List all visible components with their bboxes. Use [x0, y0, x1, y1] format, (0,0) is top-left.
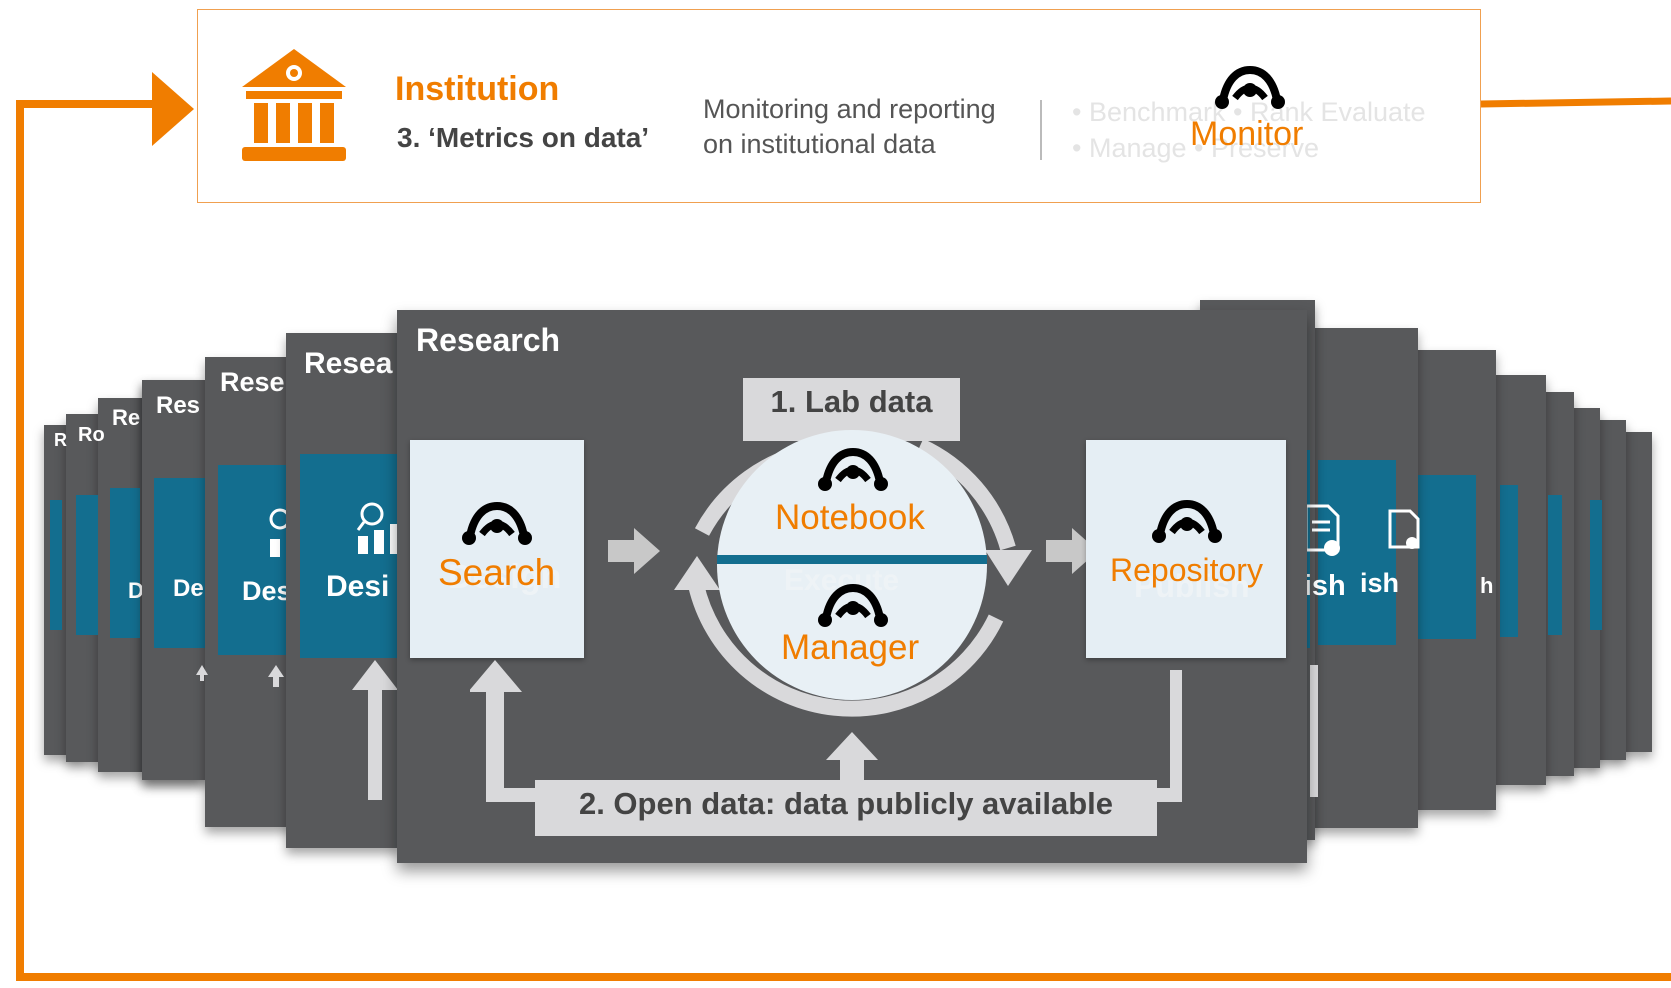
- search-card: [410, 440, 584, 658]
- flow-line: [1310, 665, 1318, 797]
- blue-card: [1590, 500, 1602, 630]
- design-icon: [356, 502, 400, 554]
- panel-title: Re: [112, 405, 141, 430]
- publish-icon: [1304, 504, 1340, 556]
- description-line: Monitoring and reporting: [703, 94, 996, 124]
- monitor-label: Monitor: [1190, 115, 1304, 153]
- loop-line: [1480, 97, 1671, 108]
- card-label: Des: [242, 576, 292, 606]
- faded-line: • Manage • Preserve: [1072, 133, 1320, 163]
- faded-line: • Benchmark • Rank Evaluate: [1072, 97, 1426, 127]
- notebook-label: Notebook: [775, 498, 925, 537]
- panel-title: Res: [156, 392, 201, 419]
- cycle-divider: [717, 555, 987, 564]
- institution-description: Monitoring and reporting on institutiona…: [703, 92, 996, 162]
- panel-title: Rese: [220, 367, 285, 397]
- panel-title: Ro: [78, 424, 104, 446]
- up-arrow: [196, 665, 208, 681]
- design-ghost-label: Design: [448, 558, 562, 596]
- institution-title: Institution: [395, 70, 560, 108]
- search-label: Search: [438, 552, 556, 593]
- manager-label: Manager: [781, 628, 920, 667]
- lab-data-label: 1. Lab data: [770, 384, 933, 419]
- card-label: h: [1480, 573, 1494, 598]
- mendeley-icon: [462, 501, 532, 545]
- description-line: on institutional data: [703, 129, 936, 159]
- back-panel: [1490, 375, 1546, 785]
- institution-icon: [242, 49, 346, 161]
- up-arrow: [268, 665, 284, 687]
- blue-card: [1418, 475, 1476, 639]
- panel-title: Resea: [304, 347, 393, 380]
- loop-line-main: [16, 100, 1671, 981]
- blue-card: [76, 495, 98, 635]
- card-label: D: [128, 578, 144, 603]
- panel-title: R: [54, 430, 67, 450]
- mendeley-icon: [1152, 499, 1222, 543]
- publish-icon: [1388, 509, 1420, 549]
- blue-card: [110, 488, 140, 638]
- faded-text: • Benchmark • Rank Evaluate • Manage • P…: [1072, 94, 1426, 166]
- open-data-label: 2. Open data: data publicly available: [578, 786, 1114, 821]
- mendeley-icon: [818, 583, 888, 627]
- mendeley-icon: [1215, 65, 1285, 109]
- up-arrow: [352, 660, 398, 800]
- divider: [1040, 100, 1042, 160]
- mendeley-icon: [818, 447, 888, 491]
- card-label: Desi: [326, 570, 390, 603]
- right-arrow: [608, 528, 660, 574]
- right-arrow: [1046, 528, 1098, 574]
- card-label: De: [173, 575, 204, 602]
- repository-label: Repository: [1110, 552, 1263, 588]
- blue-card: [300, 454, 400, 658]
- blue-card: [1500, 485, 1518, 637]
- blue-card: [1548, 495, 1562, 635]
- loop-arrowhead: [152, 72, 194, 146]
- publish-ghost-label: Publish: [1134, 568, 1250, 604]
- blue-card: [154, 478, 214, 648]
- repository-card: [1086, 440, 1286, 658]
- card-label: ish: [1360, 568, 1400, 598]
- institution-subtitle: 3. ‘Metrics on data’: [397, 122, 650, 153]
- open-data-box: [535, 780, 1157, 836]
- institution-box: [197, 9, 1481, 203]
- blue-card: [218, 465, 293, 655]
- research-panel-title: Research: [416, 322, 561, 358]
- blue-card: [50, 500, 62, 630]
